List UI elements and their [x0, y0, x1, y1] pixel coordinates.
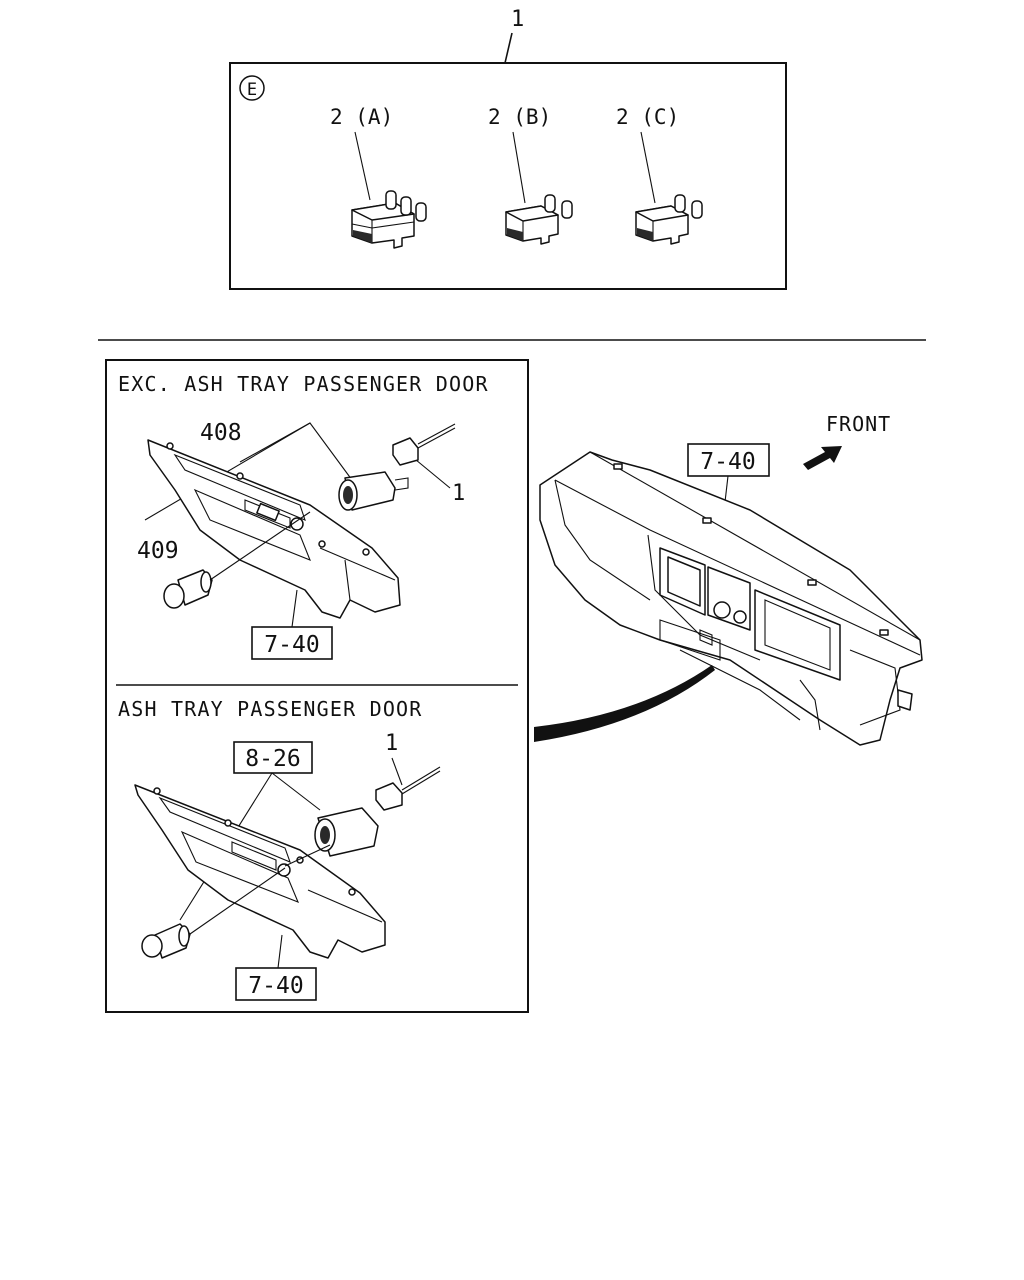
relay-c-icon: [635, 194, 703, 245]
exc-console-panel: [147, 439, 401, 619]
leader-relay-b: [512, 131, 526, 204]
callout-409: 409: [137, 538, 179, 564]
connector-1-exc-icon: [392, 423, 456, 466]
box-mark-e: E: [247, 80, 257, 100]
front-arrow-icon: [803, 446, 842, 470]
front-label: FRONT: [826, 412, 891, 436]
callout-1-exc: 1: [452, 481, 465, 506]
dashboard-icon: [539, 451, 923, 746]
socket-408-icon: [338, 471, 409, 511]
connector-1-ash-icon: [375, 766, 441, 811]
callout-relay-c: 2 (C): [616, 105, 679, 129]
ref-8-26: 8-26: [245, 746, 300, 772]
ref-7-40-exc: 7-40: [264, 632, 319, 658]
ref-box-8-26: [233, 741, 313, 774]
exc-section-title: EXC. ASH TRAY PASSENGER DOOR: [118, 372, 489, 396]
ash-section-title: ASH TRAY PASSENGER DOOR: [118, 697, 423, 721]
relay-box: [229, 62, 787, 290]
ref-box-7-40-dash: [687, 443, 770, 477]
leader-7-40-exc: [291, 589, 298, 628]
ref-box-7-40-exc: [251, 626, 333, 660]
box-mark-circle: [239, 75, 265, 101]
ref-7-40-ash: 7-40: [248, 973, 303, 999]
leader-7-40-ash: [277, 934, 283, 969]
socket-8-26-icon: [284, 807, 379, 867]
detail-pointer-arrow: [534, 665, 715, 742]
callout-408: 408: [200, 420, 242, 446]
relay-a-icon: [351, 190, 427, 249]
callout-1-top: 1: [511, 7, 524, 32]
callout-relay-b: 2 (B): [488, 105, 551, 129]
leader-relay-c: [640, 131, 656, 204]
leader-1-ash: [391, 757, 403, 786]
relay-b-icon: [505, 194, 573, 245]
callout-relay-a: 2 (A): [330, 105, 393, 129]
lighter-409-icon: [163, 511, 311, 609]
ash-console-panel: [134, 784, 386, 959]
leader-1-top: [504, 32, 513, 64]
ref-7-40-dash: 7-40: [700, 449, 755, 475]
leader-relay-a: [354, 131, 371, 201]
lighter-ash-icon: [141, 867, 286, 959]
callout-1-ash: 1: [385, 731, 398, 756]
ref-box-7-40-ash: [235, 967, 317, 1001]
detail-box: [105, 359, 529, 1013]
